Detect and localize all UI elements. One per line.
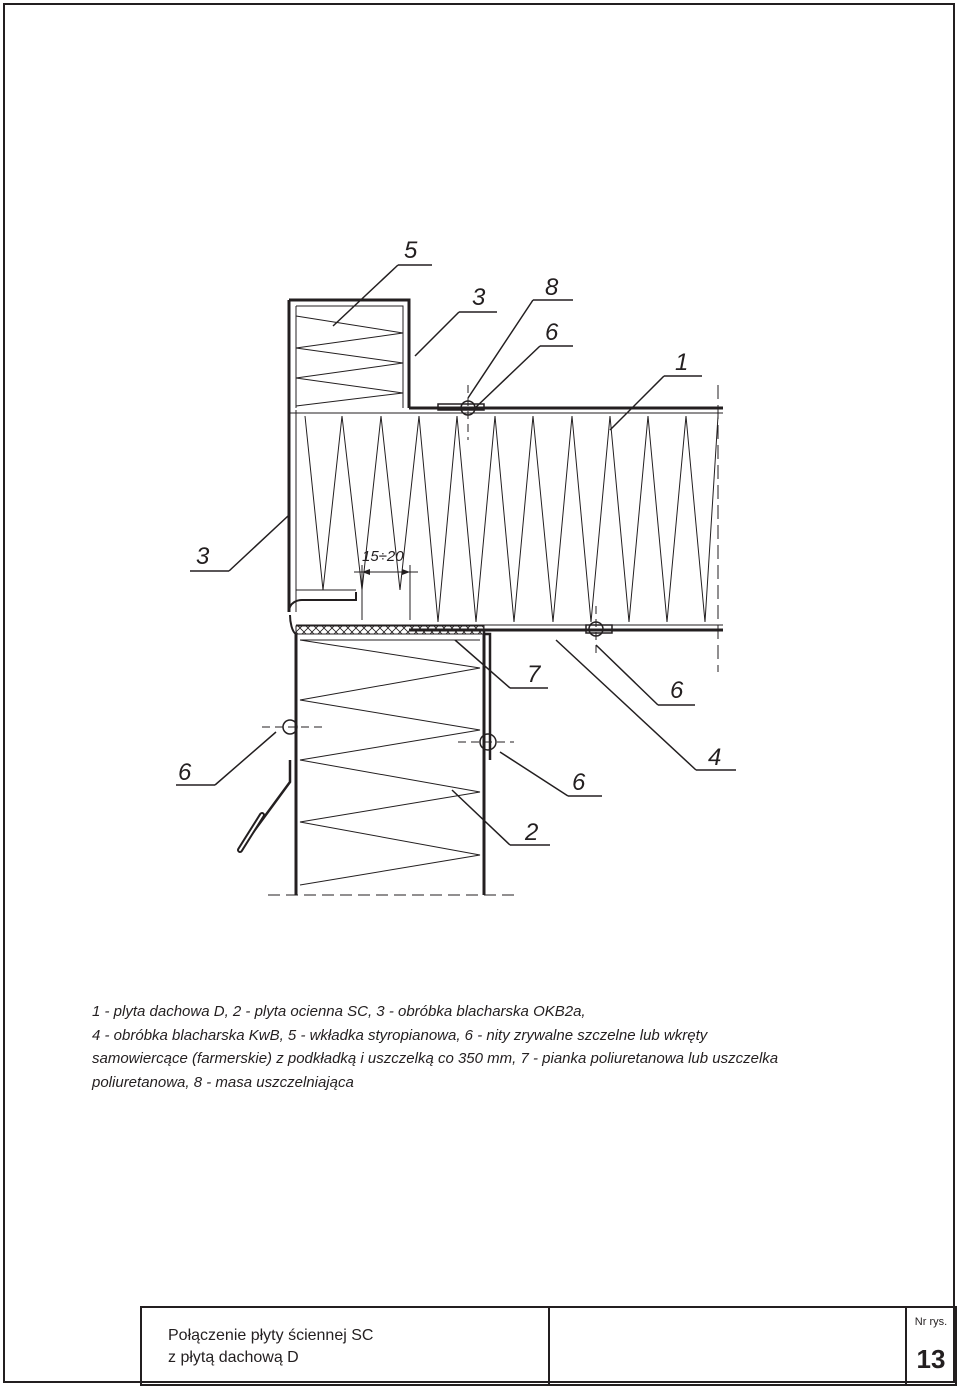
leader-lines <box>176 264 736 846</box>
callout-7: 7 <box>527 661 542 688</box>
legend-line: 1 - plyta dachowa D, 2 - plyta ocienna S… <box>92 1003 586 1020</box>
callout-2: 2 <box>524 819 538 846</box>
wall-panel <box>268 614 515 896</box>
callout-8: 8 <box>545 274 559 301</box>
rivet-wall-right <box>458 733 514 751</box>
drawing-number-label: Nr rys. <box>914 1316 948 1328</box>
legend-line: samowiercące (farmerskie) z podkładką i … <box>92 1050 779 1067</box>
title-line-1: Połączenie płyty ściennej SC <box>168 1327 374 1344</box>
rivet-wall-left <box>262 719 322 735</box>
dimension-gap <box>354 565 418 620</box>
legend: 1 - plyta dachowa D, 2 - plyta ocienna S… <box>92 1000 912 1094</box>
callout-4: 4 <box>708 744 721 771</box>
flashing-kwb <box>482 628 610 760</box>
legend-line: poliuretanowa, 8 - masa uszczelniająca <box>92 1073 354 1091</box>
title-block-title: Połączenie płyty ściennej SC z płytą dac… <box>142 1308 550 1384</box>
title-line-2: z płytą dachową D <box>168 1349 299 1366</box>
drawing-number-cell: Nr rys. 13 <box>905 1308 955 1384</box>
callout-6-left: 6 <box>178 759 192 786</box>
callout-3-top: 3 <box>472 284 486 311</box>
foam-gasket <box>295 625 485 635</box>
legend-line: 4 - obróbka blacharska KwB, 5 - wkładka … <box>92 1026 708 1044</box>
title-block-empty-cell <box>550 1308 905 1384</box>
styrofoam-insert <box>287 298 411 408</box>
callout-5: 5 <box>404 237 418 264</box>
drawing-frame <box>3 3 955 1383</box>
callout-6-top: 6 <box>545 319 559 346</box>
title-block: Połączenie płyty ściennej SC z płytą dac… <box>140 1306 957 1386</box>
drawing-number: 13 <box>916 1344 946 1374</box>
callout-1: 1 <box>675 349 688 376</box>
dimension-label: 15÷20 <box>362 548 404 565</box>
flashing-okb2a <box>287 300 442 613</box>
callout-6-right: 6 <box>670 677 684 704</box>
callout-3-left: 3 <box>196 543 210 570</box>
drip-edge <box>237 760 292 853</box>
callout-6-mid: 6 <box>572 769 586 796</box>
rivet-roof-bottom <box>585 606 613 658</box>
